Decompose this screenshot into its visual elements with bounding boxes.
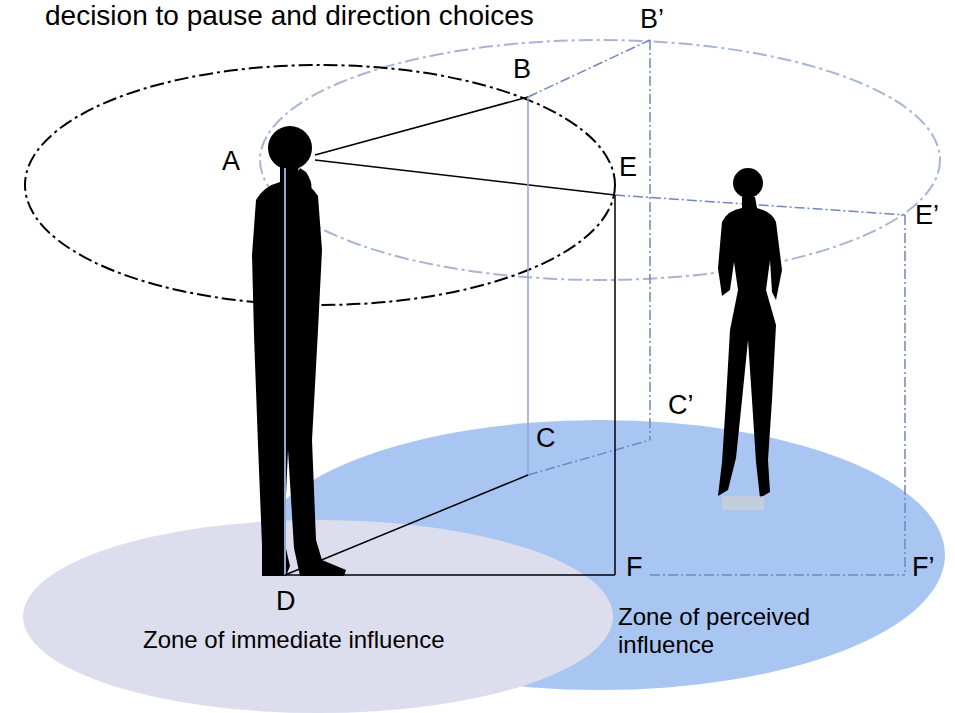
- axis-line: [284, 168, 286, 575]
- perceived-top-ellipse: [260, 40, 940, 280]
- zone-label: Zone of immediate influence: [143, 626, 445, 654]
- zone-geometry: [285, 97, 615, 575]
- point-label: C’: [668, 390, 694, 421]
- slide-title: decision to pause and direction choices: [45, 0, 534, 32]
- shadow: [722, 496, 764, 510]
- point-label: F: [626, 552, 643, 583]
- point-label: A: [222, 146, 240, 177]
- point-label: E: [619, 152, 637, 183]
- point-label: D: [276, 586, 296, 617]
- zone-label: Zone of perceived influence: [618, 603, 886, 658]
- point-label: C: [536, 423, 556, 454]
- extension-lines: [528, 40, 905, 575]
- point-label: E’: [915, 200, 939, 231]
- zone-fill-ellipse: [255, 420, 945, 690]
- point-label: F’: [912, 552, 935, 583]
- man-silhouette: [252, 126, 346, 576]
- point-label: B’: [640, 4, 664, 35]
- point-label: B: [513, 54, 531, 85]
- woman-silhouette: [718, 168, 782, 498]
